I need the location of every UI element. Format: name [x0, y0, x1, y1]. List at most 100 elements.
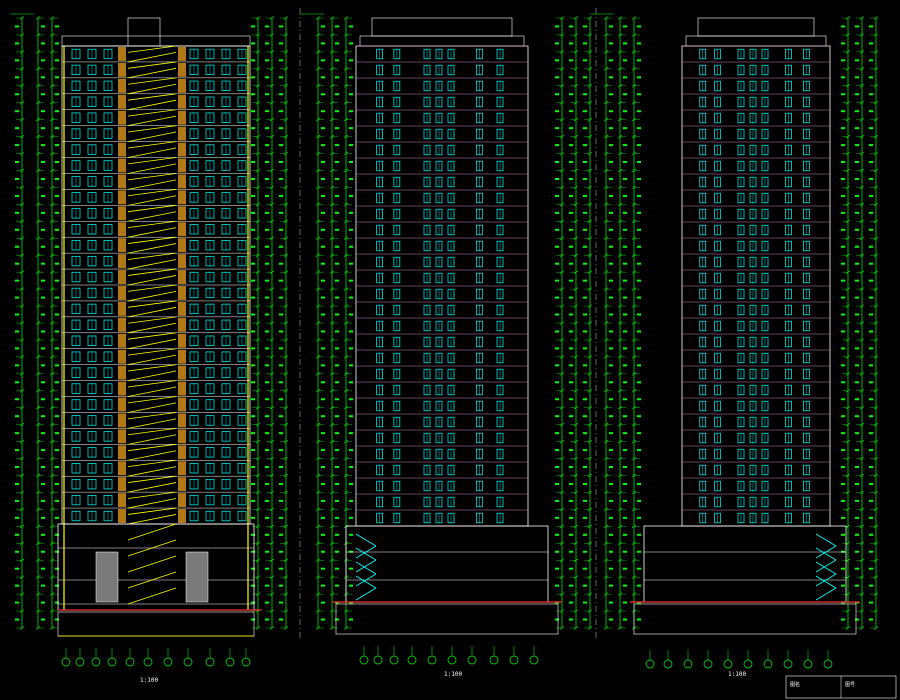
dimension-text-mark	[335, 584, 339, 587]
dimension-text-mark	[15, 93, 19, 96]
section-grid-bubble-3	[107, 657, 117, 667]
dimension-text-mark	[555, 296, 559, 299]
dimension-column-1	[35, 16, 45, 630]
dimension-text-mark	[583, 127, 587, 130]
dimension-text-mark	[265, 211, 269, 214]
dimension-text-mark	[55, 601, 59, 604]
core-column-left	[118, 110, 126, 125]
dimension-text-mark	[335, 59, 339, 62]
dimension-text-mark	[637, 194, 641, 197]
dimension-text-mark	[15, 584, 19, 587]
dimension-text-mark	[855, 432, 859, 435]
dimension-text-mark	[15, 42, 19, 45]
core-column-right	[178, 206, 186, 221]
basement-outline	[335, 603, 559, 635]
dimension-text-mark	[279, 466, 283, 469]
dimension-text-mark	[55, 127, 59, 130]
dimension-text-mark	[609, 601, 613, 604]
dimension-text-mark	[321, 449, 325, 452]
stair-flight	[127, 491, 177, 499]
dimension-text-mark	[55, 330, 59, 333]
dimension-text-mark	[555, 76, 559, 79]
core-column-left	[118, 477, 126, 492]
dimension-text-mark	[855, 466, 859, 469]
dimension-text-mark	[637, 228, 641, 231]
dimension-text-mark	[15, 330, 19, 333]
core-column-left	[118, 190, 126, 205]
dimension-text-mark	[583, 144, 587, 147]
dimension-text-mark	[41, 381, 45, 384]
dimension-text-mark	[841, 432, 845, 435]
dimension-text-mark	[569, 584, 573, 587]
dimension-text-mark	[637, 550, 641, 553]
core-column-right	[178, 47, 186, 61]
dimension-text-mark	[841, 144, 845, 147]
dimension-text-mark	[265, 177, 269, 180]
dimension-text-mark	[15, 415, 19, 418]
core-column-right	[178, 286, 186, 300]
stair-flight	[127, 195, 177, 206]
dimension-text-mark	[279, 262, 283, 265]
sheet-labels: 1:100 1:100 1:100	[140, 671, 746, 684]
dimension-text-mark	[855, 279, 859, 282]
dimension-text-mark	[279, 25, 283, 28]
dimension-text-mark	[321, 25, 325, 28]
dimension-text-mark	[609, 296, 613, 299]
dimension-text-mark	[569, 567, 573, 570]
dimension-column-7	[329, 16, 339, 630]
dimension-text-mark	[855, 161, 859, 164]
podium-stair-up	[815, 545, 837, 559]
dimension-text-mark	[335, 516, 339, 519]
dimension-text-mark	[251, 398, 255, 401]
dimension-text-mark	[335, 42, 339, 45]
dimension-text-mark	[251, 567, 255, 570]
dimension-text-mark	[637, 262, 641, 265]
dimension-text-mark	[335, 398, 339, 401]
dimension-text-mark	[623, 262, 627, 265]
dimension-text-mark	[841, 127, 845, 130]
dimension-text-mark	[869, 211, 873, 214]
podium-stair-up	[815, 587, 837, 601]
building-section-left	[57, 17, 262, 637]
dimension-text-mark	[335, 364, 339, 367]
dimension-text-mark	[555, 482, 559, 485]
dimension-text-mark	[349, 449, 353, 452]
dimension-text-mark	[335, 466, 339, 469]
elevation-middle-grid-bubble-4	[427, 655, 437, 665]
dimension-text-mark	[265, 601, 269, 604]
dimension-text-mark	[583, 279, 587, 282]
dimension-text-mark	[855, 516, 859, 519]
dimension-text-mark	[637, 466, 641, 469]
dimension-text-mark	[609, 415, 613, 418]
elevation-middle-scale-label: 1:100	[444, 671, 462, 678]
core-column-right	[178, 413, 186, 428]
podium-stair	[127, 539, 177, 557]
dimension-text-mark	[637, 144, 641, 147]
stair-flight	[127, 179, 177, 190]
core-column-right	[178, 62, 186, 77]
dimension-text-mark	[623, 601, 627, 604]
dimension-text-mark	[869, 330, 873, 333]
dimension-text-mark	[609, 550, 613, 553]
stair-flight	[127, 99, 177, 111]
dimension-text-mark	[41, 499, 45, 502]
dimension-text-mark	[251, 93, 255, 96]
dimension-text-mark	[335, 144, 339, 147]
dimension-text-mark	[349, 93, 353, 96]
dimension-text-mark	[569, 499, 573, 502]
dimension-text-mark	[569, 262, 573, 265]
dimension-text-mark	[609, 245, 613, 248]
dimension-text-mark	[623, 516, 627, 519]
dimension-text-mark	[855, 567, 859, 570]
dimension-text-mark	[841, 533, 845, 536]
dimension-text-mark	[569, 177, 573, 180]
core-column-left	[118, 238, 126, 253]
dimension-text-mark	[583, 398, 587, 401]
dimension-text-mark	[349, 211, 353, 214]
dimension-text-mark	[609, 482, 613, 485]
dimension-text-mark	[335, 313, 339, 316]
stair-flight	[127, 475, 177, 483]
building-elevation-middle	[332, 17, 562, 635]
dimension-text-mark	[15, 25, 19, 28]
section-grid-bubble-4	[125, 657, 135, 667]
